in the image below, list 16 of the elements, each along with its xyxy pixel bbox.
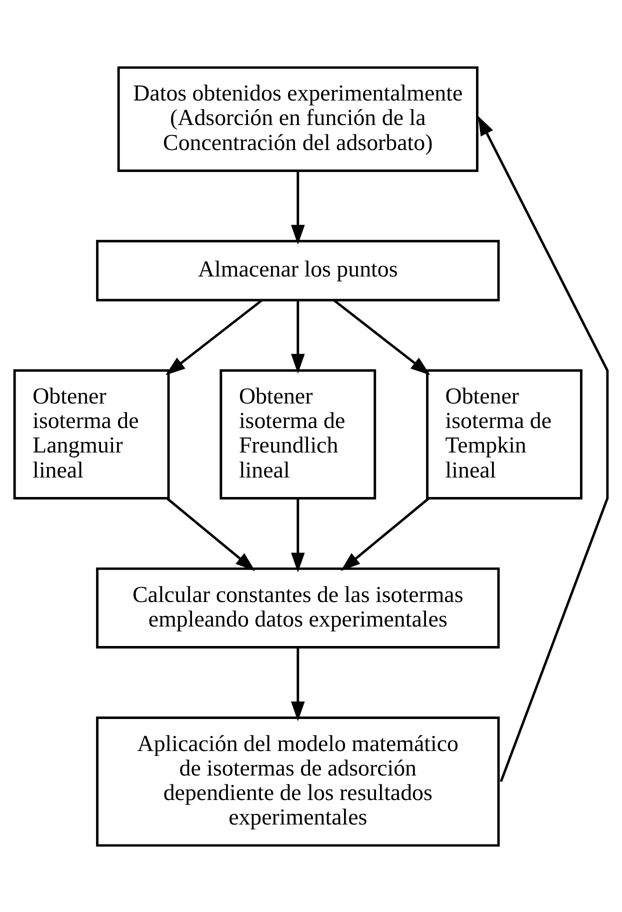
arrow	[291, 300, 305, 374]
node-box: Obtener isoterma de Freundlich lineal	[220, 368, 376, 499]
arrow	[291, 646, 305, 721]
arrow	[291, 170, 305, 244]
arrow	[291, 498, 305, 572]
node-box: Datos obtenidos experimentalmente (Adsorción en función de la Concentración del adsorbato)	[117, 66, 478, 172]
node-box: Aplicación del modelo matemático de isotermas de adsorción dependiente de los resultados experimentales	[96, 716, 500, 846]
arrow	[478, 115, 609, 782]
arrow	[166, 298, 263, 375]
arrow	[333, 298, 430, 375]
node-box: Almacenar los puntos	[96, 239, 500, 301]
arrow	[166, 497, 256, 571]
node-box: Calcular constantes de las isotermas empleando datos experimentales	[96, 566, 500, 648]
node-box: Obtener isoterma de Tempkin lineal	[426, 368, 582, 499]
arrow	[340, 497, 430, 571]
node-box: Obtener isoterma de Langmuir lineal	[13, 368, 170, 499]
